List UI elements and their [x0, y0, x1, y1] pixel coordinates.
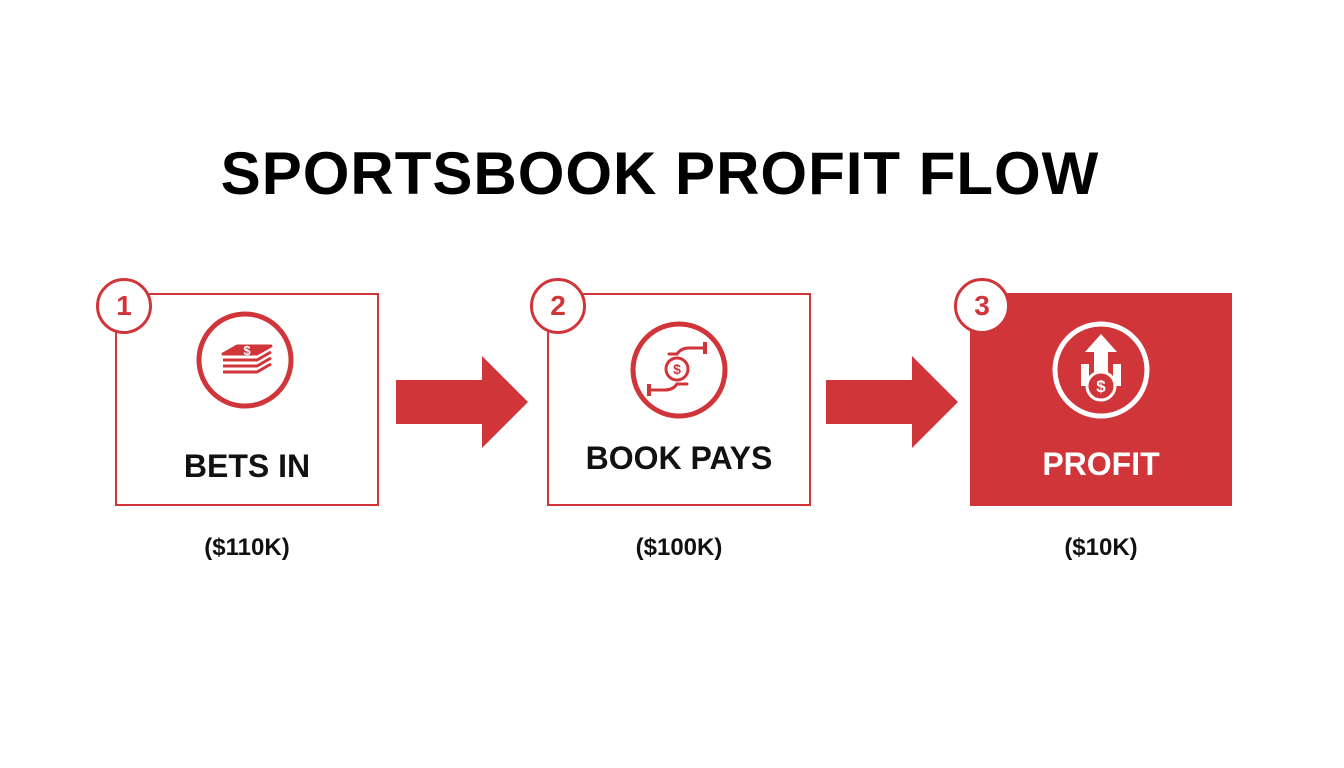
step-2-amount: ($100K): [635, 534, 723, 561]
step-2-label: BOOK PAYS: [585, 440, 773, 476]
svg-text:$: $: [1096, 377, 1106, 396]
svg-text:$: $: [243, 343, 251, 358]
money-stack-icon: $: [195, 310, 295, 410]
step-3-label: PROFIT: [1042, 446, 1160, 482]
flow-arrow-2: [826, 356, 958, 453]
step-3-badge: 3: [954, 278, 1010, 334]
step-3-amount: ($10K): [1064, 534, 1138, 561]
coin-growth-arrow-icon: $: [1051, 320, 1151, 420]
flow-arrow-1: [396, 356, 528, 453]
hands-exchange-coin-icon: $: [629, 320, 729, 420]
svg-text:$: $: [673, 361, 681, 377]
step-1-badge: 1: [96, 278, 152, 334]
step-1-label: BETS IN: [183, 448, 311, 484]
step-1-amount: ($110K): [204, 534, 290, 561]
diagram-title: SPORTSBOOK PROFIT FLOW: [220, 140, 1100, 207]
step-2-badge: 2: [530, 278, 586, 334]
